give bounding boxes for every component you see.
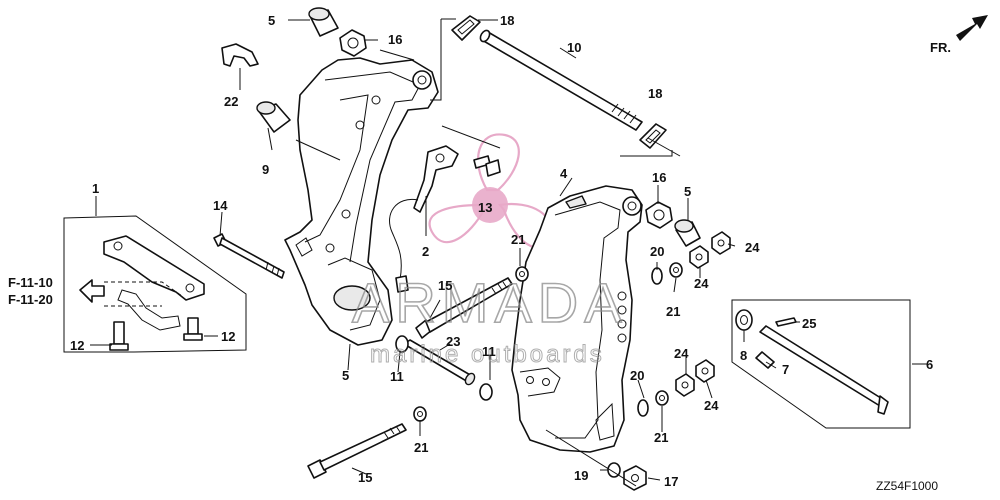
callout-18-right: 18 (648, 86, 662, 101)
callout-19: 19 (574, 468, 588, 483)
nut-24-d (695, 359, 715, 383)
callout-18-top: 18 (500, 13, 514, 28)
callout-12-right: 12 (221, 329, 235, 344)
bolt-15-upper (415, 277, 513, 339)
nut-24-b (689, 245, 709, 269)
clamp-22 (221, 43, 259, 67)
callout-25: 25 (802, 316, 816, 331)
callout-23: 23 (446, 334, 460, 349)
callout-21-d: 21 (654, 430, 668, 445)
callout-5-top: 5 (268, 13, 275, 28)
bushing-10 (256, 101, 291, 133)
callout-24-d: 24 (704, 398, 719, 413)
watermark-propeller-icon (428, 133, 552, 249)
clip-18-top (451, 15, 481, 41)
callout-24-a: 24 (745, 240, 760, 255)
washer-21-c (655, 390, 669, 406)
callout-15-lower: 15 (358, 470, 372, 485)
callout-6: 6 (926, 357, 933, 372)
assembly-6-box (731, 299, 911, 429)
nut-16-top (339, 29, 367, 57)
callout-17: 17 (664, 474, 678, 489)
callout-22: 22 (224, 94, 238, 109)
bushing-5-top (308, 7, 339, 37)
nut-17 (623, 465, 647, 491)
washer-20-a (651, 267, 663, 285)
callout-21-a: 21 (511, 232, 525, 247)
washer-21-a (669, 262, 683, 278)
tilt-lock-lever (389, 145, 459, 293)
reference-arrow (79, 279, 105, 303)
nut-24-c (675, 373, 695, 397)
bushing-8 (735, 309, 753, 331)
callout-16-top: 16 (388, 32, 402, 47)
callout-5-right: 5 (684, 184, 691, 199)
bolt-12-right (183, 317, 203, 341)
tilt-shaft (479, 29, 643, 131)
tilt-rod (759, 325, 889, 415)
callout-21-b: 21 (666, 304, 680, 319)
bolt-13 (473, 155, 501, 177)
callout-24-b: 24 (694, 276, 709, 291)
front-direction-marker: FR. (930, 15, 988, 55)
collar-11-a (395, 335, 409, 353)
diagram-code: ZZ54F1000 (876, 479, 938, 493)
reference-f-11-20: F-11-20 (8, 292, 53, 307)
pin-25 (775, 317, 797, 327)
callout-16-right: 16 (652, 170, 666, 185)
clip-18-right (639, 123, 667, 149)
callout-13: 13 (478, 200, 492, 215)
callout-1: 1 (92, 181, 99, 196)
callout-14: 14 (213, 198, 228, 213)
callout-12-left: 12 (70, 338, 84, 353)
left-stern-bracket (284, 57, 439, 346)
callout-21-c: 21 (414, 440, 428, 455)
washer-20-b (637, 399, 649, 417)
callout-20-a: 20 (650, 244, 664, 259)
callout-20-b: 20 (630, 368, 644, 383)
callout-15-upper: 15 (438, 278, 452, 293)
bolt-14 (213, 233, 285, 279)
bushing-5-right (674, 219, 701, 247)
reference-f-11-10: F-11-10 (8, 275, 53, 290)
washer-21-b (515, 266, 529, 282)
watermark-tagline: marine outboards (370, 341, 605, 368)
bracket-plate (103, 235, 205, 331)
callout-10: 9 (262, 162, 269, 177)
callout-7: 7 (782, 362, 789, 377)
bolt-15-lower (307, 423, 407, 479)
callout-labels: 5 16 18 10 22 18 9 1 14 4 16 5 13 2 21 2… (70, 13, 933, 489)
nut-16-right (645, 201, 673, 229)
callout-9: 10 (567, 40, 581, 55)
nut-24-a (711, 231, 731, 255)
front-label: FR. (930, 40, 951, 55)
callout-11-left: 11 (390, 369, 404, 384)
leader-lines (90, 18, 928, 487)
callout-8: 8 (740, 348, 747, 363)
bolt-12-left (109, 321, 129, 351)
pin-23 (403, 339, 476, 386)
watermark-brand: ARMADA (352, 271, 628, 334)
collar-11-b (479, 383, 493, 401)
callout-24-c: 24 (674, 346, 689, 361)
assembly-1-box (63, 215, 247, 353)
washer-21-d (413, 406, 427, 422)
callout-11-right: 11 (482, 344, 496, 359)
right-stern-bracket (511, 185, 643, 453)
callout-2: 2 (422, 244, 429, 259)
callout-3: 4 (560, 166, 568, 181)
callout-4: 5 (342, 368, 349, 383)
